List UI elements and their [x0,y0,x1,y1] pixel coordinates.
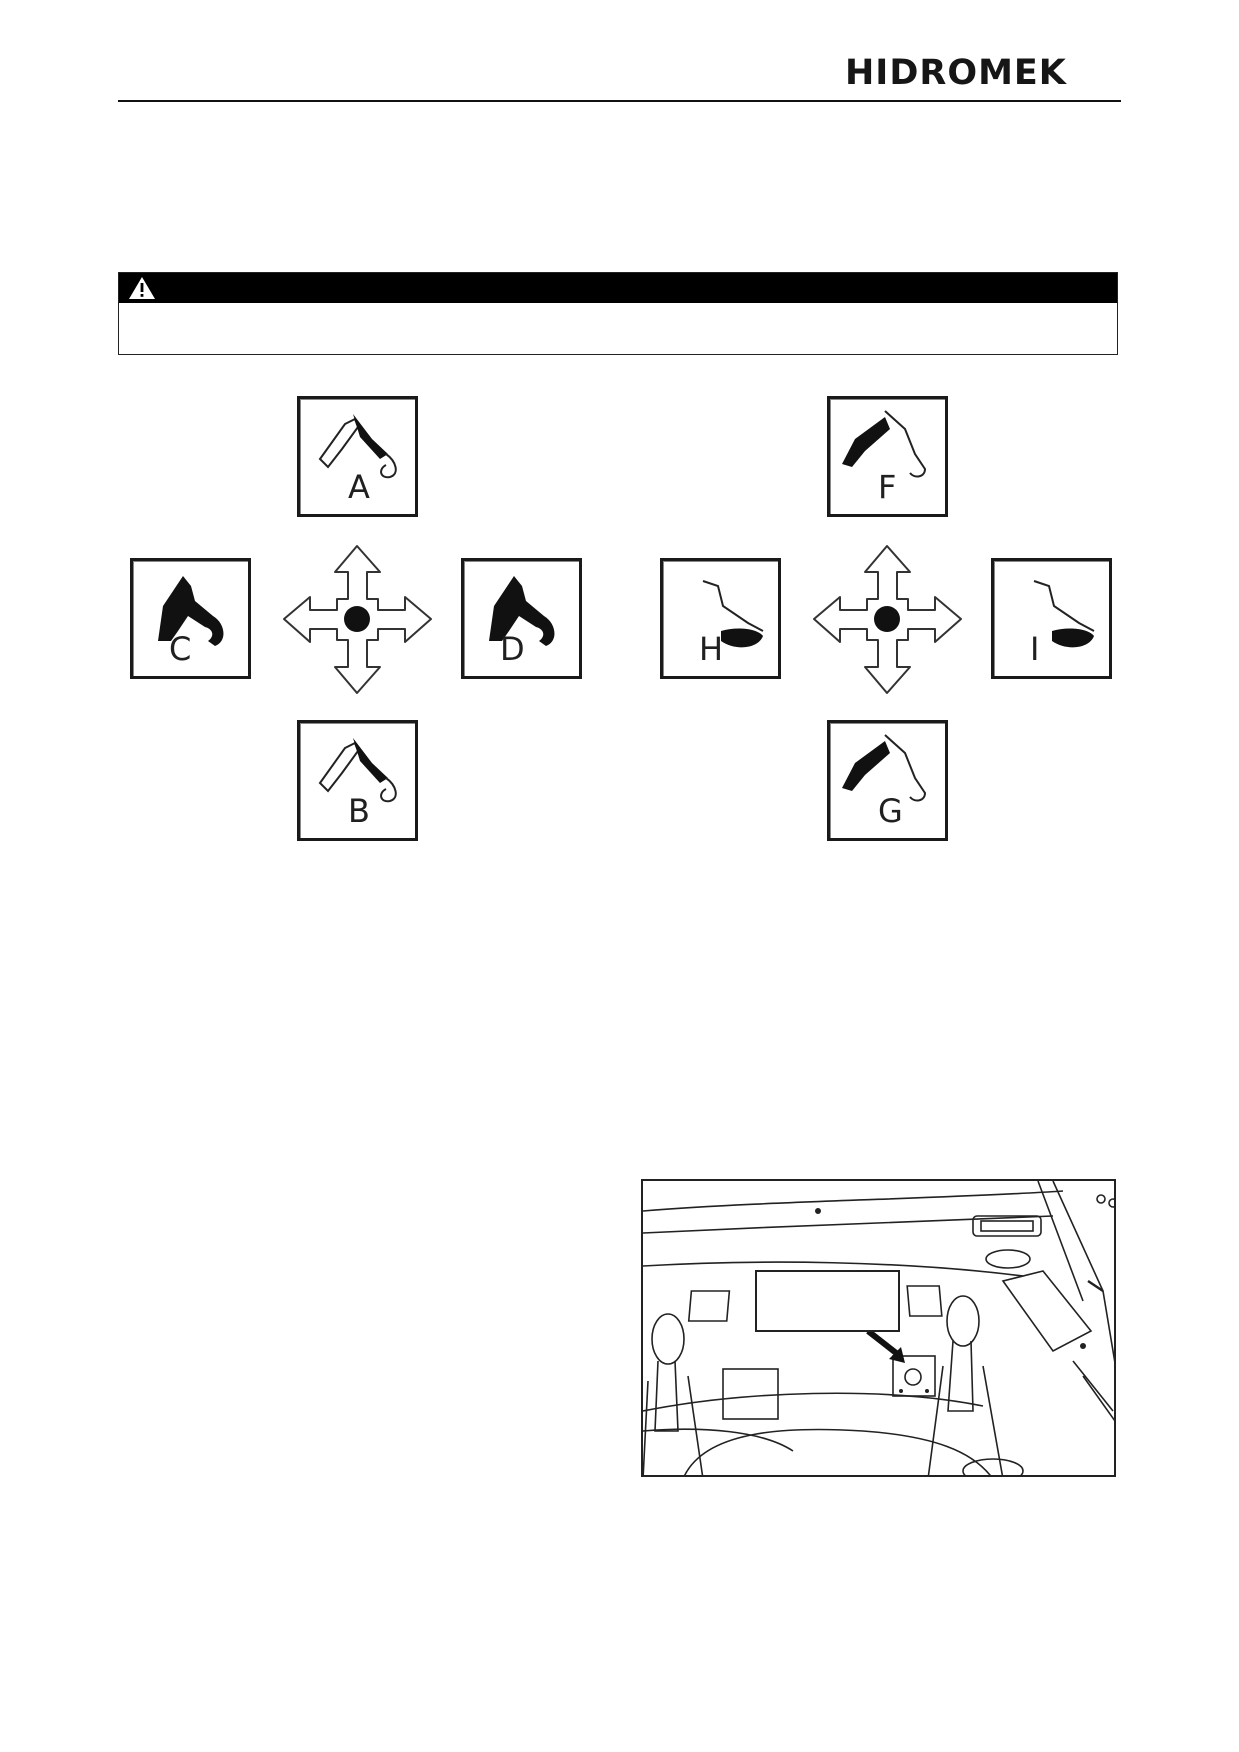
tile-bucket-curl: H [660,558,781,679]
boom-lower-icon [318,738,397,803]
tile-label-left: H [699,630,724,668]
swing-left-icon [158,576,224,646]
tile-bucket-dump: I [991,558,1112,679]
bucket-curl-icon [702,580,764,648]
tile-label-down: B [348,792,370,830]
arm-in-icon [842,734,927,802]
four-way-arrow-icon [813,545,962,694]
cab-interior-drawing [643,1181,1114,1475]
tile-label-right: D [500,630,525,668]
header-rule [118,100,1121,102]
tile-label-up: A [348,468,370,506]
swing-right-icon [489,576,555,646]
tile-label-left: C [169,630,192,668]
brand-logo: HIDROMEK [845,53,1067,93]
tile-label-up: F [878,468,897,506]
arrow-pointer-icon [866,1328,902,1359]
tile-boom-lower: B [297,720,418,841]
cab-interior-figure [641,1179,1116,1477]
tile-label-down: G [878,792,903,830]
tile-boom-raise: A [297,396,418,517]
tile-arm-in: G [827,720,948,841]
warning-bar [119,273,1117,303]
control-pattern-right: F H I G [660,396,1120,846]
control-pattern-left: A C D B [130,396,590,846]
bucket-dump-icon [1033,580,1095,648]
warning-triangle-icon [129,277,155,299]
tile-label-right: I [1030,630,1040,668]
tile-arm-out: F [827,396,948,517]
tile-swing-right: D [461,558,582,679]
figure-callout [755,1270,900,1332]
tile-swing-left: C [130,558,251,679]
arm-out-icon [842,410,927,478]
four-way-arrow-icon [283,545,432,694]
boom-raise-icon [318,414,397,479]
warning-box [118,272,1118,355]
